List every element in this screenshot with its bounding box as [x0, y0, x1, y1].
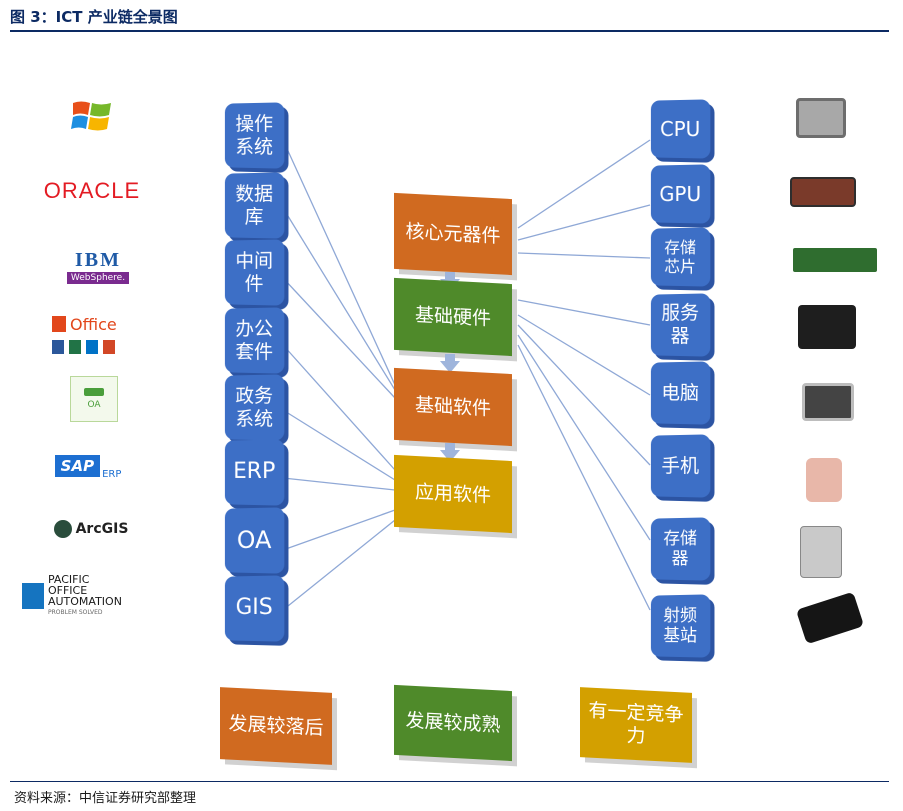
sw-box-database: 数据库 [225, 172, 284, 238]
legend-mature: 发展较成熟 [394, 685, 512, 761]
hw-box-cpu: CPU [651, 99, 710, 158]
connector-memchip [518, 253, 650, 258]
sap-logo-text: SAP [55, 455, 100, 477]
hw-box-base-station: 射频基站 [651, 594, 710, 657]
outlook-icon [86, 340, 98, 354]
connector-basestation [518, 345, 650, 610]
hw-box-phone: 手机 [651, 434, 710, 497]
connector-phone [518, 325, 650, 465]
hw-box-storage: 存储器 [651, 517, 710, 580]
pacific-emblem-icon [22, 583, 44, 609]
connector-erp [283, 478, 395, 490]
word-icon [52, 340, 64, 354]
chain-basic-software: 基础软件 [394, 368, 512, 446]
erp-logo-text: ERP [102, 469, 121, 480]
office-logo-text: Office [70, 315, 117, 334]
legend-competitive: 有一定竞争力 [580, 687, 692, 763]
source-note: 资料来源：中信证券研究部整理 [14, 787, 196, 806]
powerpoint-icon [103, 340, 115, 354]
sw-box-gis: GIS [225, 575, 284, 641]
oa-badge-icon [84, 388, 104, 396]
sw-box-gov-system: 政务系统 [225, 374, 284, 440]
windows-logo-icon [70, 96, 114, 136]
pacific-logo-line1: PACIFIC OFFICE [48, 574, 132, 596]
smartphone-image [806, 458, 842, 502]
legend-lagging: 发展较落后 [220, 687, 332, 765]
sw-box-os: 操作系统 [225, 102, 284, 168]
office-logo: Office [52, 310, 132, 358]
arcgis-logo: ArcGIS [52, 514, 130, 544]
footer-rule [10, 781, 889, 782]
sw-box-middleware: 中间件 [225, 239, 284, 305]
memory-chip-image [793, 248, 877, 272]
connector-gis [283, 520, 395, 610]
gpu-card-image [790, 177, 856, 207]
oa-logo-text: OA [87, 400, 100, 410]
connector-gov [283, 410, 395, 480]
connector-middleware [283, 278, 395, 398]
pacific-logo-line3: PROBLEM SOLVED [48, 607, 132, 618]
sw-box-office-suite: 办公套件 [225, 307, 284, 373]
connector-pc [518, 315, 650, 395]
sw-box-oa: OA [225, 507, 284, 573]
connector-oa [283, 510, 395, 550]
pacific-logo-line2: AUTOMATION [48, 596, 132, 607]
connector-cpu [518, 140, 650, 228]
hw-box-server: 服务器 [651, 293, 710, 356]
connector-db [283, 208, 395, 390]
ibm-logo-text: IBM [75, 250, 121, 270]
hw-box-gpu: GPU [651, 164, 710, 223]
connector-os [283, 140, 395, 385]
oa-logo: OA [70, 376, 118, 422]
arcgis-logo-text: ArcGIS [76, 521, 129, 537]
oracle-logo: ORACLE [36, 176, 148, 206]
excel-icon [69, 340, 81, 354]
connector-gpu [518, 205, 650, 240]
server-rack-image [798, 305, 856, 349]
desktop-pc-image [802, 383, 854, 421]
connector-storage [518, 335, 650, 540]
storage-device-image [800, 526, 842, 578]
websphere-logo-text: WebSphere. [67, 272, 129, 284]
sw-box-erp: ERP [225, 439, 284, 505]
ibm-websphere-logo: IBM WebSphere. [66, 246, 130, 288]
cpu-chip-image [796, 98, 846, 138]
hw-box-pc: 电脑 [651, 361, 710, 424]
sap-erp-logo: SAP ERP [58, 452, 118, 480]
office-square-icon [52, 316, 66, 332]
chain-core-components: 核心元器件 [394, 193, 512, 275]
chain-application-software: 应用软件 [394, 455, 512, 533]
chain-basic-hardware: 基础硬件 [394, 278, 512, 356]
globe-icon [54, 520, 72, 538]
connector-server [518, 300, 650, 325]
pacific-office-logo: PACIFIC OFFICE AUTOMATION PROBLEM SOLVED [22, 580, 132, 612]
hw-box-memory-chip: 存储芯片 [651, 227, 710, 286]
